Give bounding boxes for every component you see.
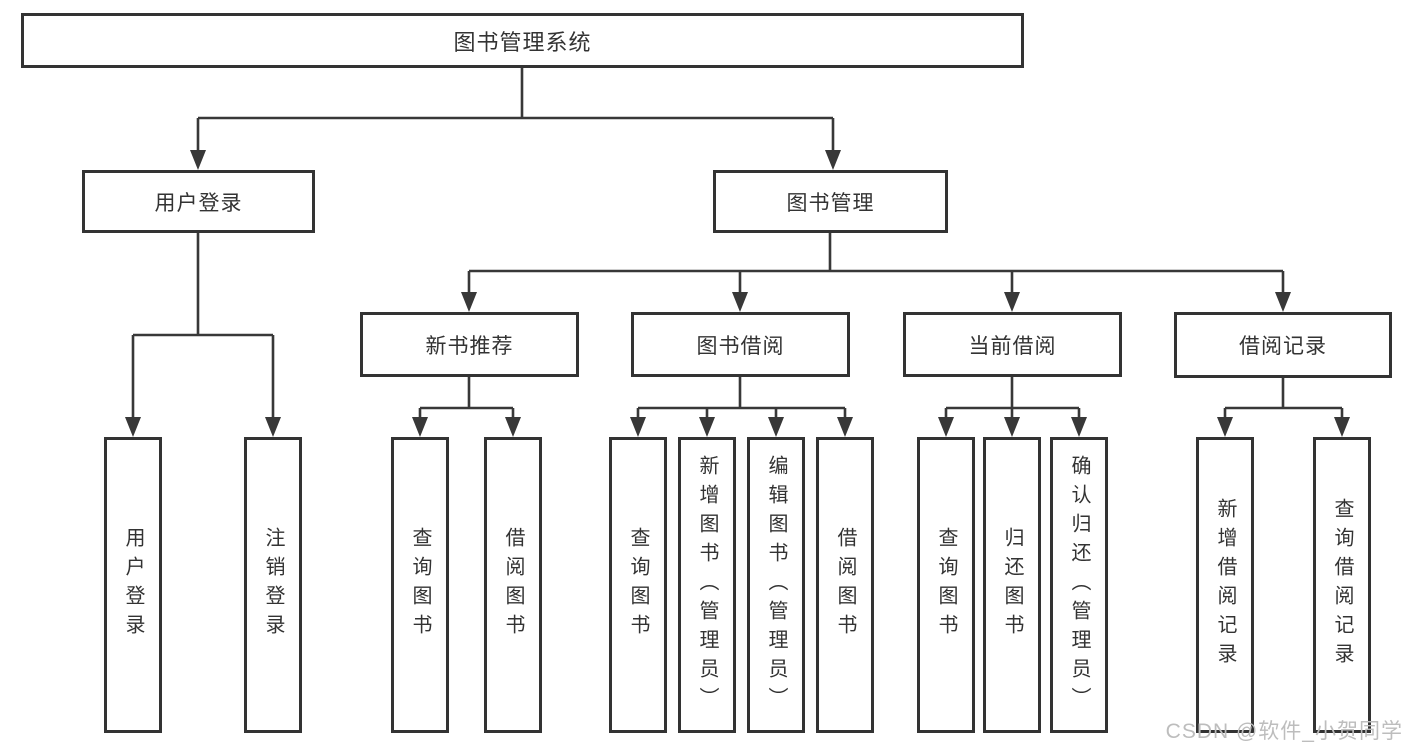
node-current-borrow: 当前借阅 <box>903 312 1122 377</box>
node-system-root: 图书管理系统 <box>21 13 1024 68</box>
leaf-borrow-add-books-admin: 新增图书（管理员） <box>678 437 736 733</box>
leaf-borrow-query-books: 查询图书 <box>609 437 667 733</box>
leaf-borrow-edit-books-admin: 编辑图书（管理员） <box>747 437 805 733</box>
leaf-current-query-books: 查询图书 <box>917 437 975 733</box>
leaf-logout: 注销登录 <box>244 437 302 733</box>
leaf-borrow-borrow-books: 借阅图书 <box>816 437 874 733</box>
leaf-records-add-record: 新增借阅记录 <box>1196 437 1254 733</box>
leaf-recommend-borrow-books: 借阅图书 <box>484 437 542 733</box>
leaf-current-return-books: 归还图书 <box>983 437 1041 733</box>
leaf-user-login: 用户登录 <box>104 437 162 733</box>
node-user-login-module: 用户登录 <box>82 170 315 233</box>
leaf-recommend-query-books: 查询图书 <box>391 437 449 733</box>
node-new-book-recommend: 新书推荐 <box>360 312 579 377</box>
csdn-watermark: CSDN @软件_小贺同学 <box>1165 720 1403 743</box>
leaf-current-confirm-return-admin: 确认归还（管理员） <box>1050 437 1108 733</box>
leaf-records-query-record: 查询借阅记录 <box>1313 437 1371 733</box>
node-book-management-module: 图书管理 <box>713 170 948 233</box>
node-borrow-records: 借阅记录 <box>1174 312 1392 378</box>
node-book-borrow: 图书借阅 <box>631 312 850 377</box>
